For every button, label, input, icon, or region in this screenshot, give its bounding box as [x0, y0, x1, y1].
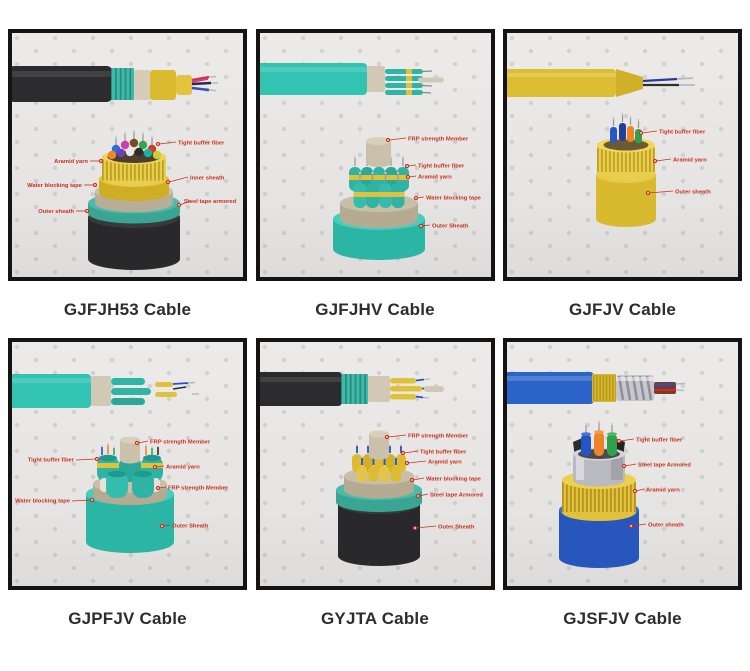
cable-illustration-gjpfjv: FRP strength Member Tight buffer fiber A… — [12, 374, 229, 553]
horizontal-cable — [259, 63, 444, 95]
cable-caption: GJFJHV Cable — [315, 299, 435, 319]
cross-section — [332, 137, 425, 260]
horizontal-cable — [507, 372, 686, 404]
part-label: Tight buffer fiber — [636, 438, 683, 444]
cable-illustration-gjsfjv: Tight buffer fiber Steel tape Armored Ar… — [507, 372, 691, 568]
part-label: Water blocking tape — [426, 196, 482, 202]
cable-caption: GJPFJV Cable — [68, 608, 187, 628]
buffer-tubes — [348, 137, 409, 208]
part-label: Water blocking tape — [426, 477, 482, 483]
annotations: FRP strength Member Tight buffer fiber A… — [385, 137, 482, 230]
cable-caption: GJFJV Cable — [568, 299, 677, 319]
cross-section — [559, 420, 639, 568]
part-label: Steel tape Armored — [638, 463, 691, 469]
horizontal-cable — [507, 69, 695, 97]
cross-section — [335, 430, 422, 566]
cable-illustration-gjfjh53: Tight buffer fiber Aramid yarn Inner she… — [12, 66, 237, 270]
part-label: Outer Sheath — [172, 524, 209, 530]
cross-section — [88, 129, 180, 270]
panel-gjfjhv-cable: FRP strength Member Tight buffer fiber A… — [255, 29, 495, 338]
panel-gjfjv-cable: Tight buffer fiber Aramid yarn Outer she… — [503, 29, 742, 338]
cable-caption: GJSFJV Cable — [563, 608, 682, 628]
panel-gjpfjv-cable: FRP strength Member Tight buffer fiber A… — [8, 338, 247, 647]
cable-figure-gyjta: FRP strength Member Tight buffer fiber A… — [255, 338, 495, 590]
cable-figure-gjsfjv: Tight buffer fiber Steel tape Armored Ar… — [503, 338, 742, 590]
part-label: FRP strength Member — [168, 486, 229, 492]
part-label: FRP strength Member — [150, 440, 211, 446]
cable-illustration-gjfjv: Tight buffer fiber Aramid yarn Outer she… — [507, 69, 711, 227]
part-label: Outer Sheath — [432, 224, 469, 230]
part-label: FRP strength Member — [408, 137, 469, 143]
row-1: Tight buffer fiber Aramid yarn Inner she… — [8, 29, 742, 338]
part-label: Steel tape armored — [184, 199, 237, 205]
part-label: Steel tape Armored — [430, 493, 483, 499]
part-label: Tight buffer fiber — [659, 130, 706, 136]
part-label: Aramid yarn — [54, 159, 88, 165]
part-label: Outer sheath — [675, 190, 711, 196]
part-label: Outer Sheath — [438, 525, 475, 531]
part-label: Tight buffer fiber — [420, 450, 467, 456]
part-label: Outer sheath — [38, 209, 74, 215]
annotations: Tight buffer fiber Aramid yarn Outer she… — [638, 130, 711, 196]
frp-rod — [365, 141, 391, 167]
part-label: Tight buffer fiber — [418, 164, 465, 170]
fibers — [610, 112, 642, 143]
part-label: Aramid yarn — [428, 460, 462, 466]
part-label: Water blocking tape — [15, 499, 71, 505]
part-label: Inner sheath — [190, 176, 225, 182]
annotations: Tight buffer fiber Steel tape Armored Ar… — [616, 438, 691, 529]
buffer-tubes — [351, 430, 406, 482]
panel-gjfjh53-cable: Tight buffer fiber Aramid yarn Inner she… — [8, 29, 247, 338]
part-label: Aramid yarn — [418, 175, 452, 181]
steel-tape — [573, 454, 625, 487]
part-label: Aramid yarn — [673, 158, 707, 164]
frp-rod — [368, 434, 389, 460]
cable-figure-gjpfjv: FRP strength Member Tight buffer fiber A… — [8, 338, 247, 590]
cable-figure-gjfjhv: FRP strength Member Tight buffer fiber A… — [255, 29, 495, 281]
annotations: FRP strength Member Tight buffer fiber A… — [15, 440, 229, 530]
part-label: Aramid yarn — [166, 465, 200, 471]
annotations: Tight buffer fiber Aramid yarn Inner she… — [27, 141, 237, 216]
part-label: Aramid yarn — [646, 488, 680, 494]
cable-caption: GYJTA Cable — [320, 608, 429, 628]
frp-rod — [120, 440, 140, 464]
panel-gyjta-cable: FRP strength Member Tight buffer fiber A… — [255, 338, 495, 647]
part-label: Water blocking tape — [27, 183, 83, 189]
horizontal-cable — [259, 372, 444, 406]
panel-gjsfjv-cable: Tight buffer fiber Steel tape Armored Ar… — [503, 338, 742, 647]
cable-caption: GJFJH53 Cable — [63, 299, 192, 319]
annotations: FRP strength Member Tight buffer fiber A… — [384, 434, 483, 531]
horizontal-cable — [12, 374, 199, 408]
cable-illustration-gyjta: FRP strength Member Tight buffer fiber A… — [259, 372, 483, 566]
row-2: FRP strength Member Tight buffer fiber A… — [8, 338, 742, 647]
part-label: Tight buffer fiber — [28, 458, 75, 464]
buffer-tubes — [97, 436, 163, 498]
cross-section — [86, 436, 174, 553]
cable-figure-gjfjh53: Tight buffer fiber Aramid yarn Inner she… — [8, 29, 247, 281]
cable-figure-gjfjv: Tight buffer fiber Aramid yarn Outer she… — [503, 29, 742, 281]
fibers — [107, 129, 162, 160]
horizontal-cable — [12, 66, 218, 102]
fibers — [581, 420, 617, 456]
cross-section — [596, 112, 656, 227]
part-label: Outer sheath — [648, 523, 684, 529]
part-label: FRP strength Member — [408, 434, 469, 440]
part-label: Tight buffer fiber — [178, 141, 225, 147]
cable-illustration-gjfjhv: FRP strength Member Tight buffer fiber A… — [259, 63, 482, 260]
